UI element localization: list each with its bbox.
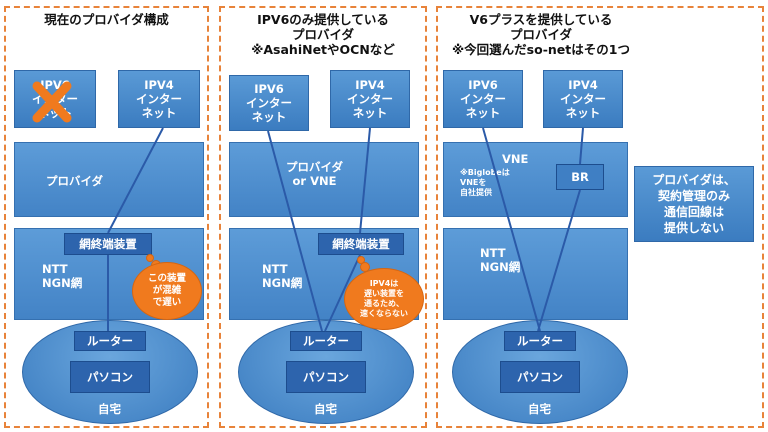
panel1-cloud-dot	[146, 254, 154, 262]
provider-note-box: プロバイダは、 契約管理のみ 通信回線は 提供しない	[634, 166, 754, 242]
panel2-link-ipv6-router	[267, 130, 323, 332]
panel3-home-label: 自宅	[528, 402, 551, 416]
panel3-pc: パソコン	[500, 361, 580, 393]
panel1-network-terminal: 網終端装置	[64, 233, 152, 255]
panel1-title: 現在のプロバイダ構成	[44, 12, 169, 27]
panel1-ntt-label: NTT NGN網	[42, 262, 83, 290]
panel1-ipv4-internet: IPV4 インター ネット	[118, 70, 200, 128]
panel1-congestion-cloud: この装置 が混雑 で遅い	[132, 262, 202, 320]
panel2-link-ipv4-terminal	[359, 127, 371, 234]
panel1-provider-label: プロバイダ	[46, 174, 104, 188]
panel1-link-ipv4-terminal	[107, 127, 164, 234]
panel3-ipv6-internet: IPV6 インター ネット	[443, 70, 523, 128]
panel3-ntt-label: NTT NGN網	[480, 246, 521, 274]
panel3-vne-label: VNE	[502, 152, 529, 166]
panel2-ntt-label: NTT NGN網	[262, 262, 303, 290]
panel2-title: IPV6のみ提供している プロバイダ ※AsahiNetやOCNなど	[251, 12, 395, 57]
panel2-slow-cloud: IPV4は 遅い装置を 通るため、 速くならない	[344, 268, 424, 330]
panel2-router: ルーター	[290, 331, 362, 351]
panel3-ntt-band	[443, 228, 628, 320]
panel3-link-br-router	[537, 189, 581, 332]
panel2-link-terminal-router	[324, 254, 361, 332]
panel2-provider-band	[229, 142, 419, 217]
blocked-x-icon	[32, 81, 72, 123]
panel3-link-ipv6-router	[482, 127, 541, 332]
panel2-provider-label: プロバイダ or VNE	[286, 160, 344, 188]
panel3-vne-note: ※Biglobeは VNEを 自社提供	[460, 168, 510, 197]
panel3-router: ルーター	[504, 331, 576, 351]
panel1-home-label: 自宅	[98, 402, 121, 416]
panel1-pc: パソコン	[70, 361, 150, 393]
panel3-link-ipv4-br	[579, 127, 584, 165]
panel2-ipv6-internet: IPV6 インター ネット	[229, 75, 309, 131]
panel-v6plus	[436, 6, 764, 428]
panel2-pc: パソコン	[286, 361, 366, 393]
panel3-border-relay: BR	[556, 164, 604, 190]
panel2-ipv4-internet: IPV4 インター ネット	[330, 70, 410, 128]
panel3-vne-band	[443, 142, 628, 217]
panel3-ipv4-internet: IPV4 インター ネット	[543, 70, 623, 128]
panel2-network-terminal: 網終端装置	[318, 233, 404, 255]
panel-current-provider	[4, 6, 209, 428]
panel2-home-label: 自宅	[314, 402, 337, 416]
panel-ipv6-only	[219, 6, 427, 428]
panel3-title: V6プラスを提供している プロバイダ ※今回選んだso-netはその1つ	[452, 12, 630, 57]
panel1-provider-band	[14, 142, 204, 217]
panel1-router: ルーター	[74, 331, 146, 351]
